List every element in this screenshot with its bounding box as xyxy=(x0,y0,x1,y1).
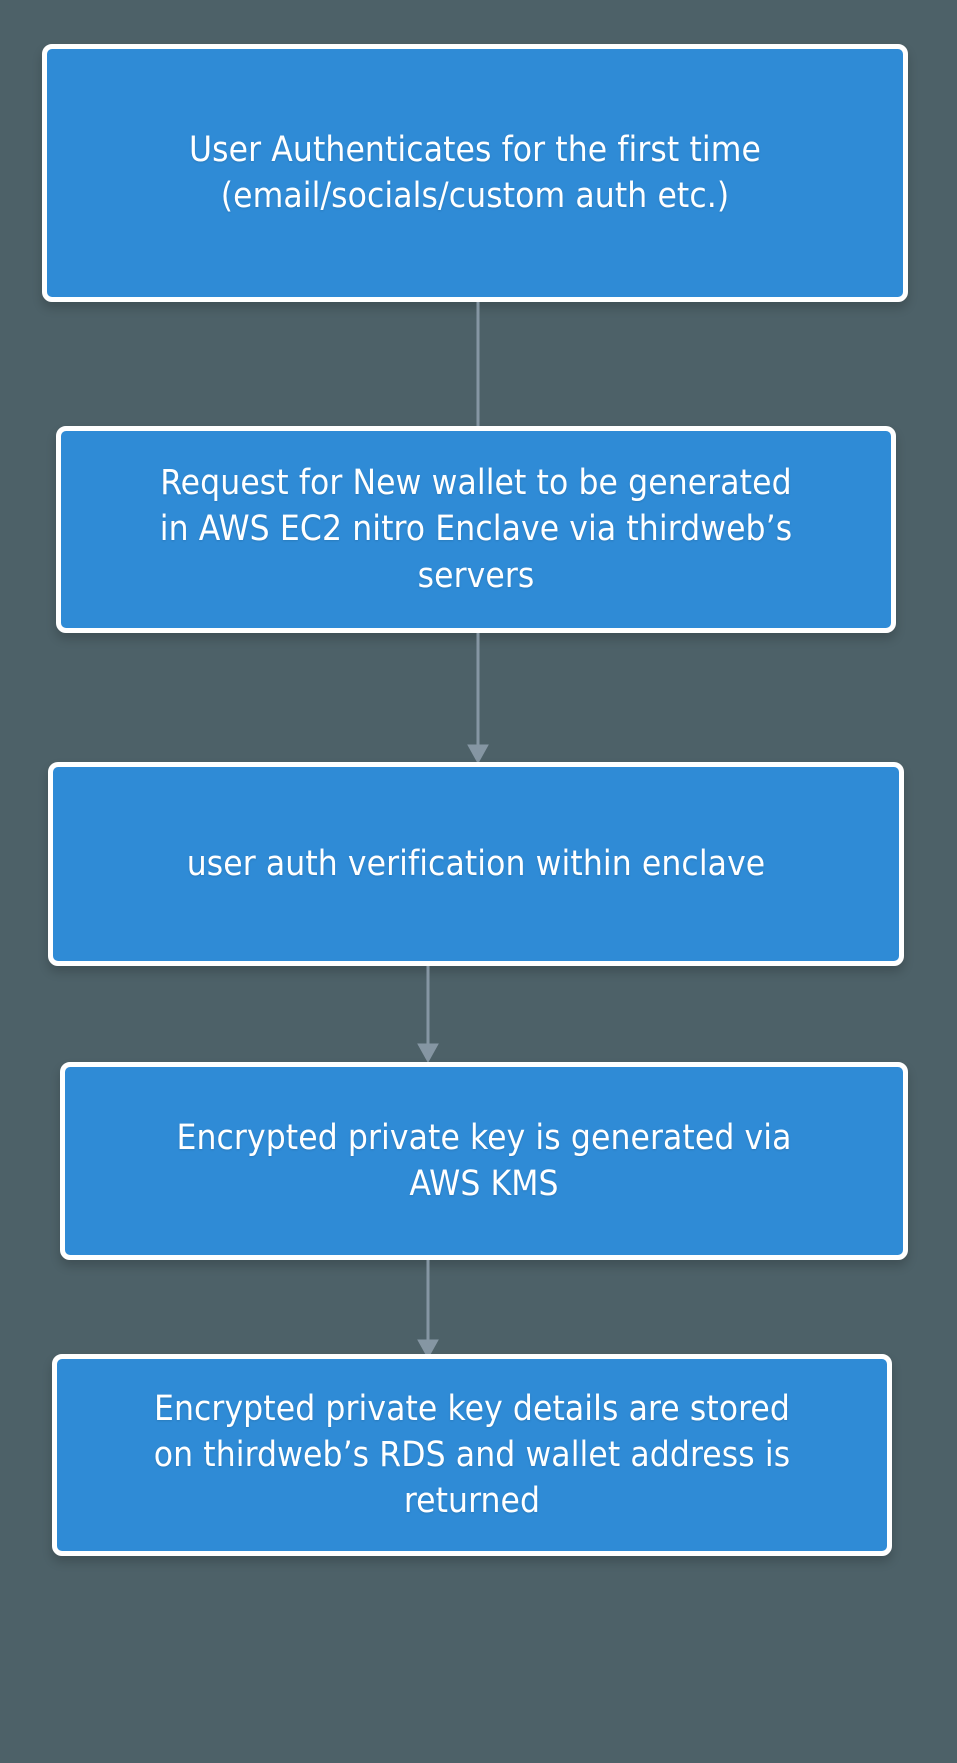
flow-node-key-stored-address-returned[interactable]: Encrypted private key details are stored… xyxy=(52,1354,892,1556)
flow-node-label: User Authenticates for the first time (e… xyxy=(188,129,762,216)
flow-node-auth-verification-in-enclave[interactable]: user auth verification within enclave xyxy=(48,762,904,966)
arrowhead-icon xyxy=(467,744,489,765)
flow-node-request-new-wallet[interactable]: Request for New wallet to be generated i… xyxy=(56,426,896,633)
flow-node-user-authenticates[interactable]: User Authenticates for the first time (e… xyxy=(42,44,908,302)
connector-node2-to-node3 xyxy=(467,633,489,765)
flow-node-label: Request for New wallet to be generated i… xyxy=(159,463,793,596)
connector-node3-to-node4 xyxy=(417,966,439,1064)
flow-node-encrypted-key-generated[interactable]: Encrypted private key is generated via A… xyxy=(60,1062,908,1260)
connector-node4-to-node5 xyxy=(417,1260,439,1360)
arrowhead-icon xyxy=(417,1339,439,1360)
flow-node-label: user auth verification within enclave xyxy=(186,843,766,884)
arrowhead-icon xyxy=(417,1043,439,1064)
flow-node-label: Encrypted private key is generated via A… xyxy=(176,1117,792,1204)
flow-node-label: Encrypted private key details are stored… xyxy=(153,1388,791,1522)
